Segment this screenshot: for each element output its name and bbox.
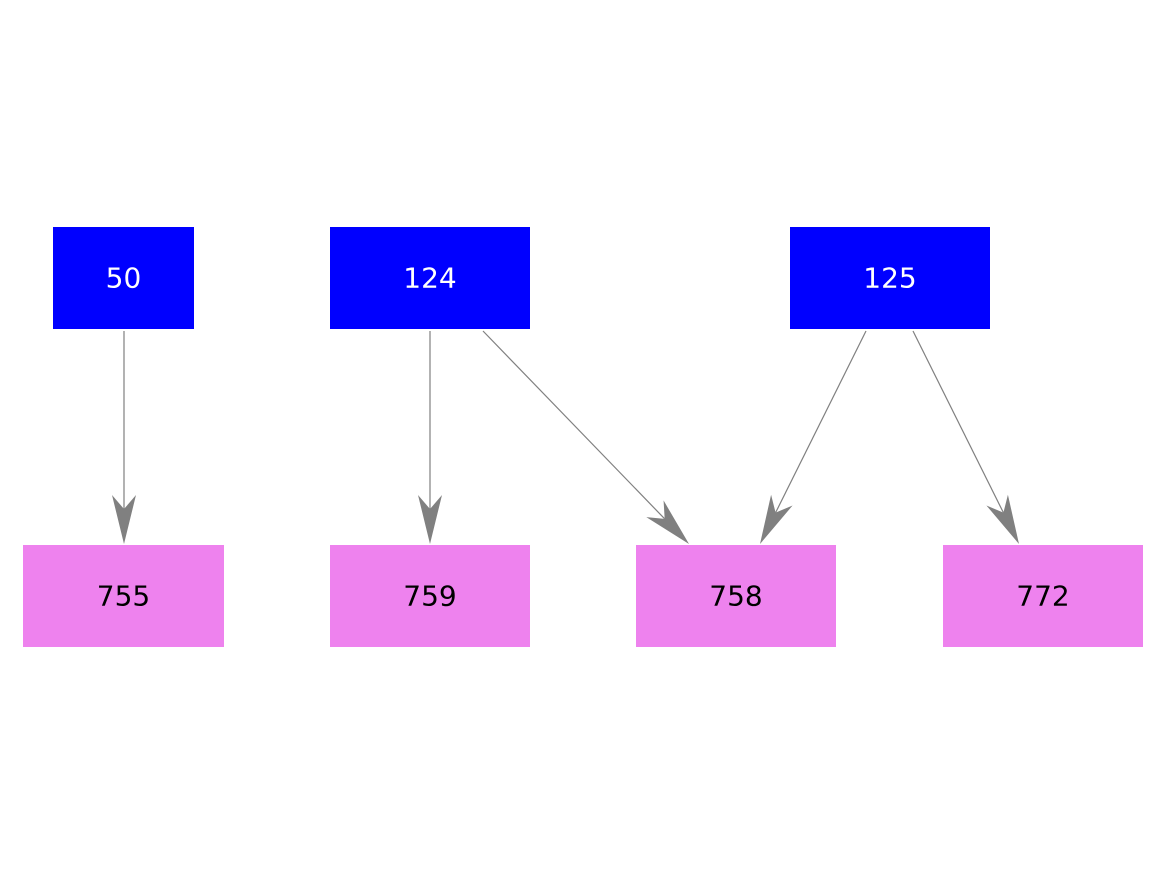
edge-124-to-758 <box>482 330 689 544</box>
edge-50-to-755 <box>112 331 136 544</box>
edge-124-to-759 <box>418 331 442 544</box>
node-box <box>636 545 836 647</box>
node-50: 50 <box>53 227 194 329</box>
node-759: 759 <box>330 545 530 647</box>
edge-125-to-772 <box>912 330 1019 544</box>
node-758: 758 <box>636 545 836 647</box>
node-label: 755 <box>97 580 150 613</box>
node-box <box>53 227 194 329</box>
node-label: 759 <box>403 580 456 613</box>
edges-layer <box>112 330 1019 544</box>
edge-line <box>482 330 666 520</box>
nodes-layer: 50 124 125 755 759 758 772 <box>23 227 1143 647</box>
node-label: 772 <box>1016 580 1069 613</box>
node-box <box>943 545 1143 647</box>
arrowhead <box>418 495 442 544</box>
arrowhead <box>986 494 1019 544</box>
node-label: 50 <box>106 262 142 295</box>
arrowhead <box>112 495 136 544</box>
edge-125-to-758 <box>760 330 867 544</box>
arrowhead <box>760 494 793 544</box>
node-label: 758 <box>709 580 762 613</box>
node-box <box>790 227 990 329</box>
node-box <box>23 545 224 647</box>
edge-line <box>775 330 867 513</box>
node-124: 124 <box>330 227 530 329</box>
node-label: 124 <box>403 262 456 295</box>
arrowhead <box>646 500 689 544</box>
node-box <box>330 545 530 647</box>
node-125: 125 <box>790 227 990 329</box>
edge-line <box>912 330 1004 513</box>
node-755: 755 <box>23 545 224 647</box>
node-772: 772 <box>943 545 1143 647</box>
node-label: 125 <box>863 262 916 295</box>
node-box <box>330 227 530 329</box>
